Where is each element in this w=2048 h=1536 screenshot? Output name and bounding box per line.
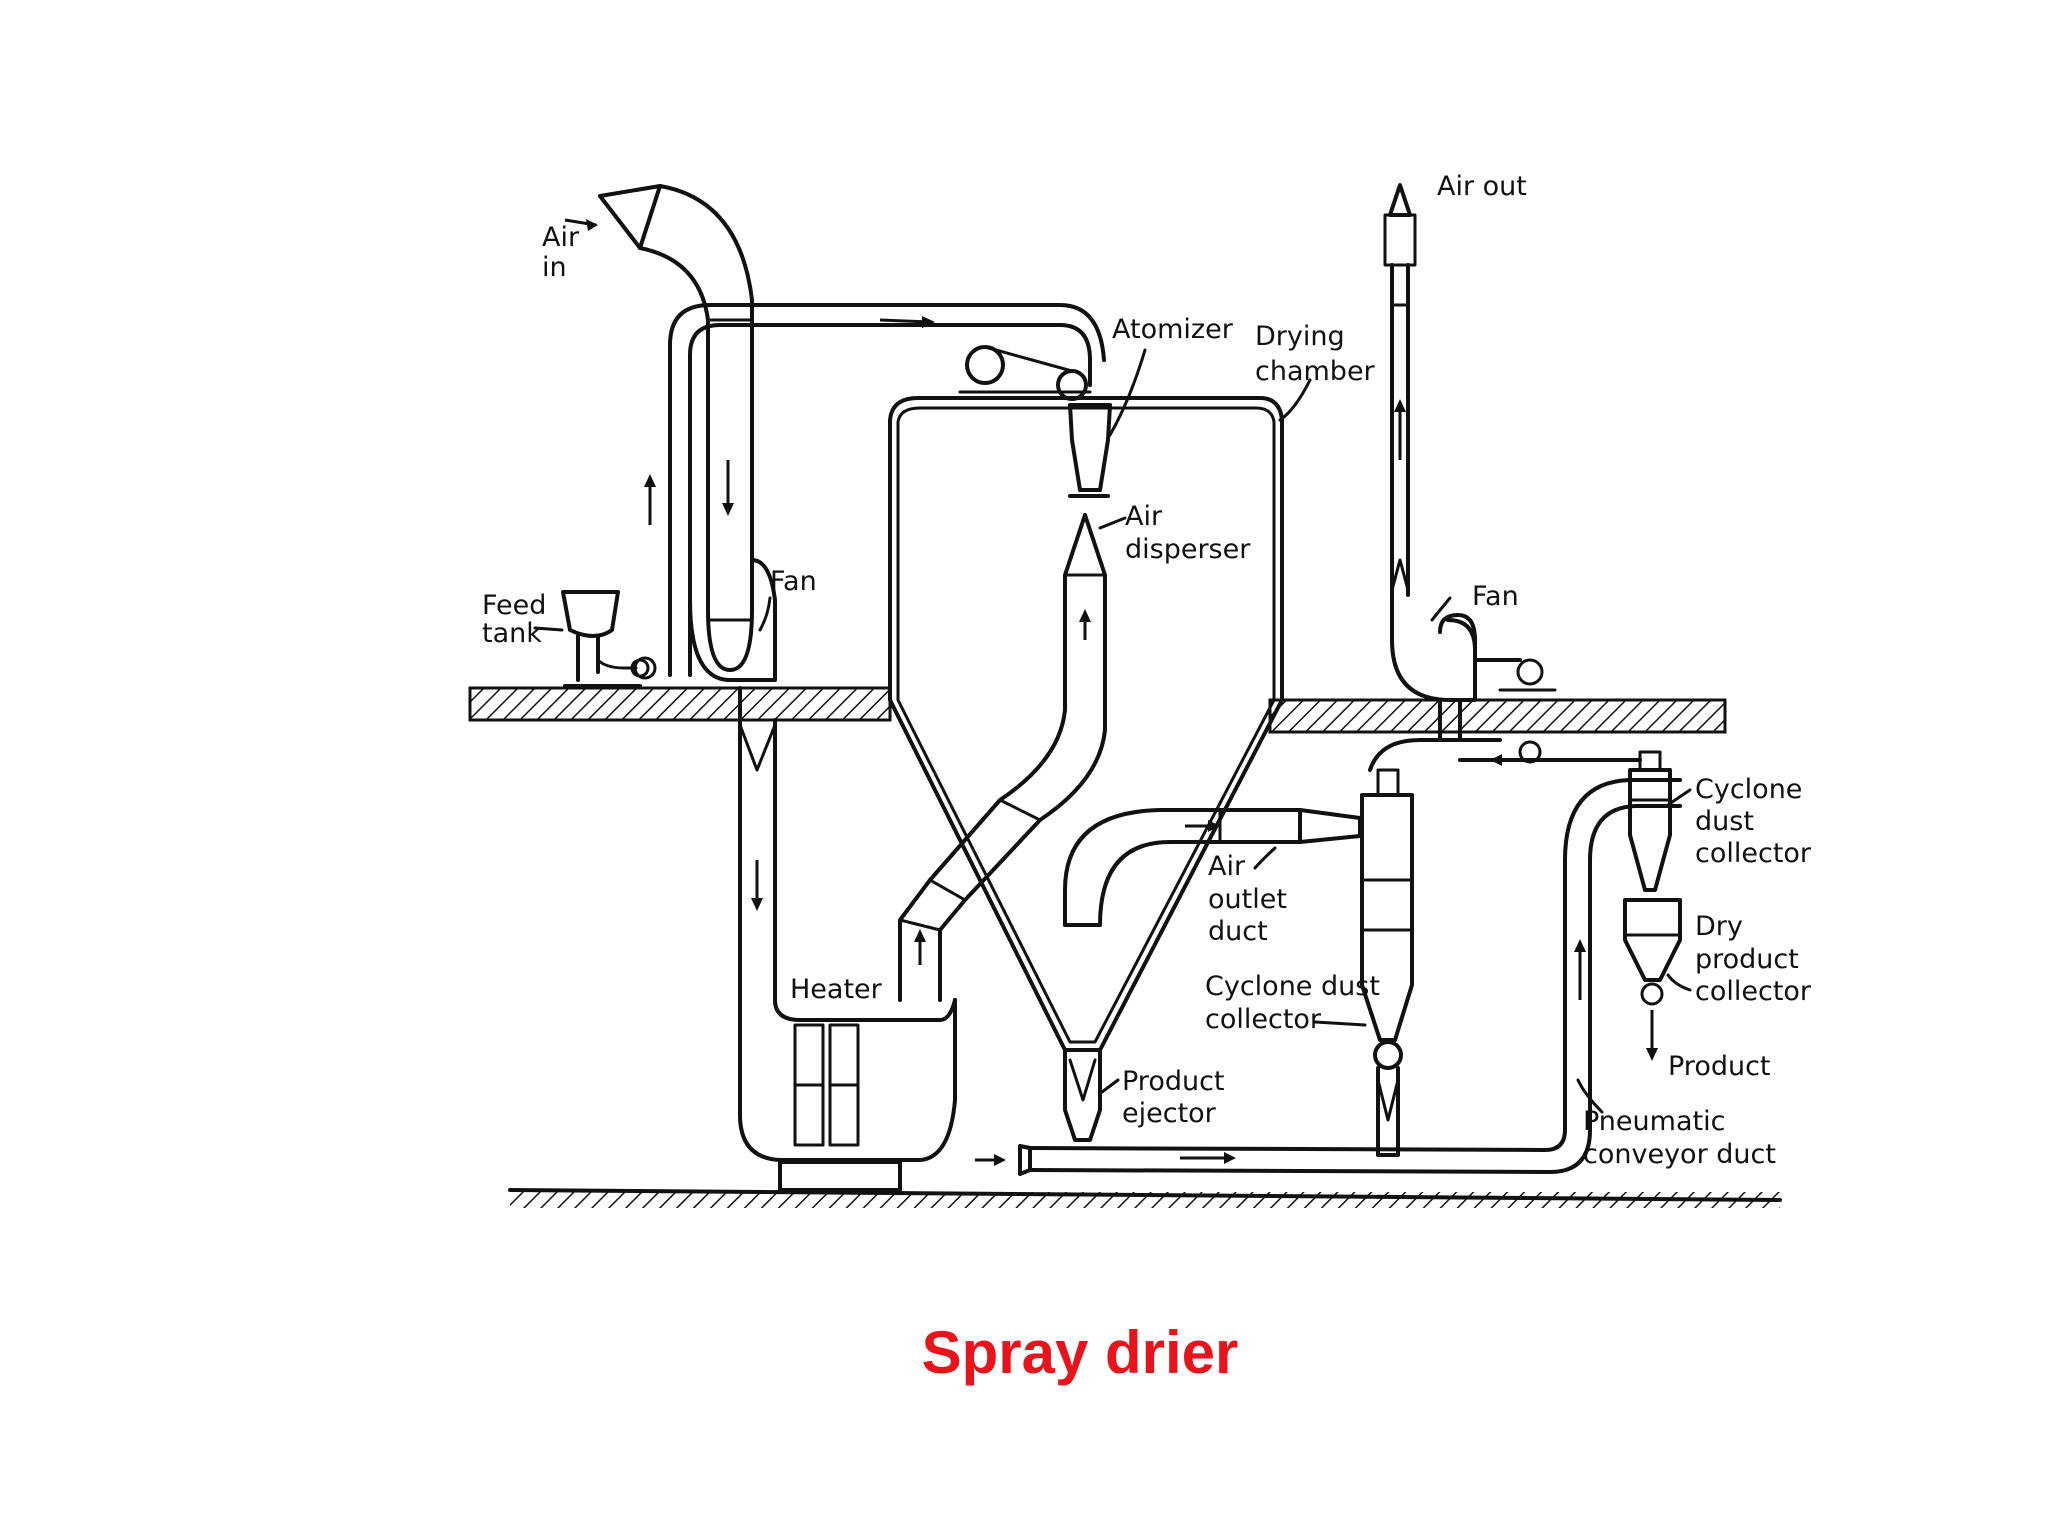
fan-right [1390,593,1557,702]
leader-lines [533,348,1692,1114]
label-air-out: Air out [1437,171,1527,202]
label-cyclone-dust-collector-small: collector [1695,838,1812,869]
flow-arrows [564,218,1658,1166]
label-air-outlet-duct: duct [1208,916,1268,947]
label-dry-product-collector: product [1695,944,1799,975]
label-atomizer: Atomizer [1112,314,1234,345]
label-product: Product [1668,1051,1771,1082]
atomizer [958,345,1112,498]
label-product-ejector: Product [1122,1066,1225,1097]
label-fan-right: Fan [1472,581,1519,612]
label-dry-product-collector: Dry [1695,911,1743,942]
diagram-caption: Spray drier [921,1319,1239,1386]
label-heater: Heater [790,974,883,1005]
dry-product-collector [1623,898,1682,1006]
heater [738,998,957,1192]
label-pneumatic-conveyor-duct: conveyor duct [1583,1139,1776,1170]
label-cyclone-dust-collector-main: collector [1205,1004,1322,1035]
label-air-in: in [542,252,567,283]
label-drying-chamber: Drying [1255,321,1345,352]
cyclone-dust-collector-small [1628,750,1672,892]
label-dry-product-collector: collector [1695,976,1812,1007]
label-fan-left: Fan [770,566,817,597]
label-feed-tank: Feed [482,590,546,621]
label-air-outlet-duct: outlet [1208,884,1287,915]
label-air-disperser: Air [1125,501,1163,532]
exhaust-stack [1383,183,1417,597]
heater-supply-duct [738,686,777,1002]
label-cyclone-dust-collector-main: Cyclone dust [1205,971,1380,1002]
label-product-ejector: ejector [1122,1098,1217,1129]
label-cyclone-dust-collector-small: dust [1695,806,1754,837]
ground-floor-line [508,1188,1782,1208]
cyclone-dust-collector-main [1360,768,1414,1157]
label-air-outlet-duct: Air [1208,851,1246,882]
air-intake-duct [598,184,754,672]
drying-chamber [888,396,1284,1052]
label-drying-chamber: chamber [1255,356,1376,387]
diagram-labels: Air in Feed tank Fan Atomizer Drying cha… [482,171,1812,1170]
label-cyclone-dust-collector-small: Cyclone [1695,774,1802,805]
pneumatic-conveyor-duct [1018,778,1682,1176]
air-disperser-duct [898,513,1107,1002]
label-air-in: Air [542,222,580,253]
upper-floor-slab [468,686,1727,734]
label-pneumatic-conveyor-duct: Pneumatic [1583,1106,1725,1137]
product-ejector [1063,1050,1102,1142]
recirculation-duct [668,303,1106,677]
feed-tank [561,590,657,688]
label-feed-tank: tank [482,618,542,649]
label-air-disperser: disperser [1125,534,1251,565]
